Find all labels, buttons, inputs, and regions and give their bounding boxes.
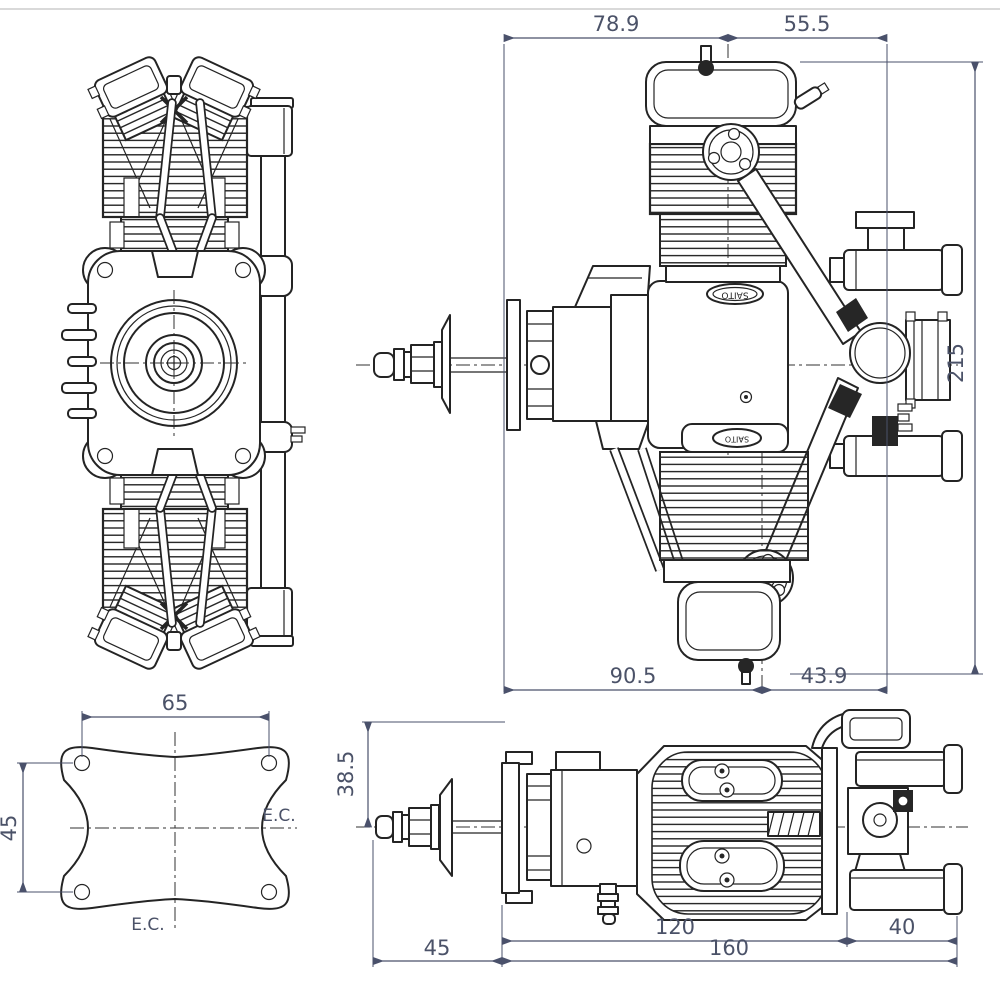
front-cylinder-bank	[87, 56, 261, 283]
side-prop-shaft	[373, 314, 508, 414]
dim-bottom-mid: 120	[655, 915, 695, 939]
side-mufflers	[829, 211, 963, 482]
front-view	[61, 56, 306, 671]
side-bottom-cylinder	[659, 451, 809, 685]
dim-side-bottom-right: 43.9	[801, 664, 848, 688]
side-bearing-housing	[526, 310, 554, 420]
side-dimensions: 78.9 55.5 215 90.5 43.9	[503, 12, 983, 695]
dim-side-bottom-left: 90.5	[610, 664, 657, 688]
front-muffler-column	[246, 97, 306, 647]
bottom-view: 38.5 120 40 45 160	[334, 709, 968, 967]
dim-side-top-left: 78.9	[593, 12, 640, 36]
dim-mount-height: 45	[0, 815, 21, 842]
side-carburetor	[849, 311, 951, 446]
dim-side-height: 215	[944, 343, 968, 383]
front-rocker-box-left	[87, 56, 177, 142]
label-engine-center-side: E.C.	[262, 806, 295, 826]
bottom-prop-shaft	[375, 778, 505, 877]
dim-bottom-front: 45	[424, 936, 451, 960]
bottom-bearing-housing	[526, 773, 552, 881]
brand-badge-text-2: SAITO	[725, 435, 749, 444]
dim-mount-width: 65	[162, 691, 189, 715]
brand-badge-text: SAITO	[721, 290, 748, 300]
side-view: SAITO SAITO	[356, 12, 983, 695]
bottom-dimensions: 38.5 120 40 45 160	[334, 721, 958, 967]
side-front-plate	[506, 299, 521, 431]
bottom-rear-assembly	[811, 709, 963, 915]
front-crankcase	[82, 247, 266, 479]
bottom-crankcase	[550, 751, 638, 887]
dim-bottom-height: 38.5	[334, 751, 358, 798]
front-left-fittings	[61, 303, 97, 419]
mount-plate-view: 65 45 E.C. E.C.	[0, 691, 297, 935]
label-engine-center-bottom: E.C.	[131, 915, 164, 935]
dim-bottom-overall: 160	[709, 936, 749, 960]
mount-dimensions: 65 45 E.C. E.C.	[0, 691, 296, 935]
dim-side-top-right: 55.5	[784, 12, 831, 36]
bottom-mount-plate	[501, 762, 520, 894]
dim-bottom-rear: 40	[889, 915, 916, 939]
bottom-engine-body	[597, 745, 835, 925]
